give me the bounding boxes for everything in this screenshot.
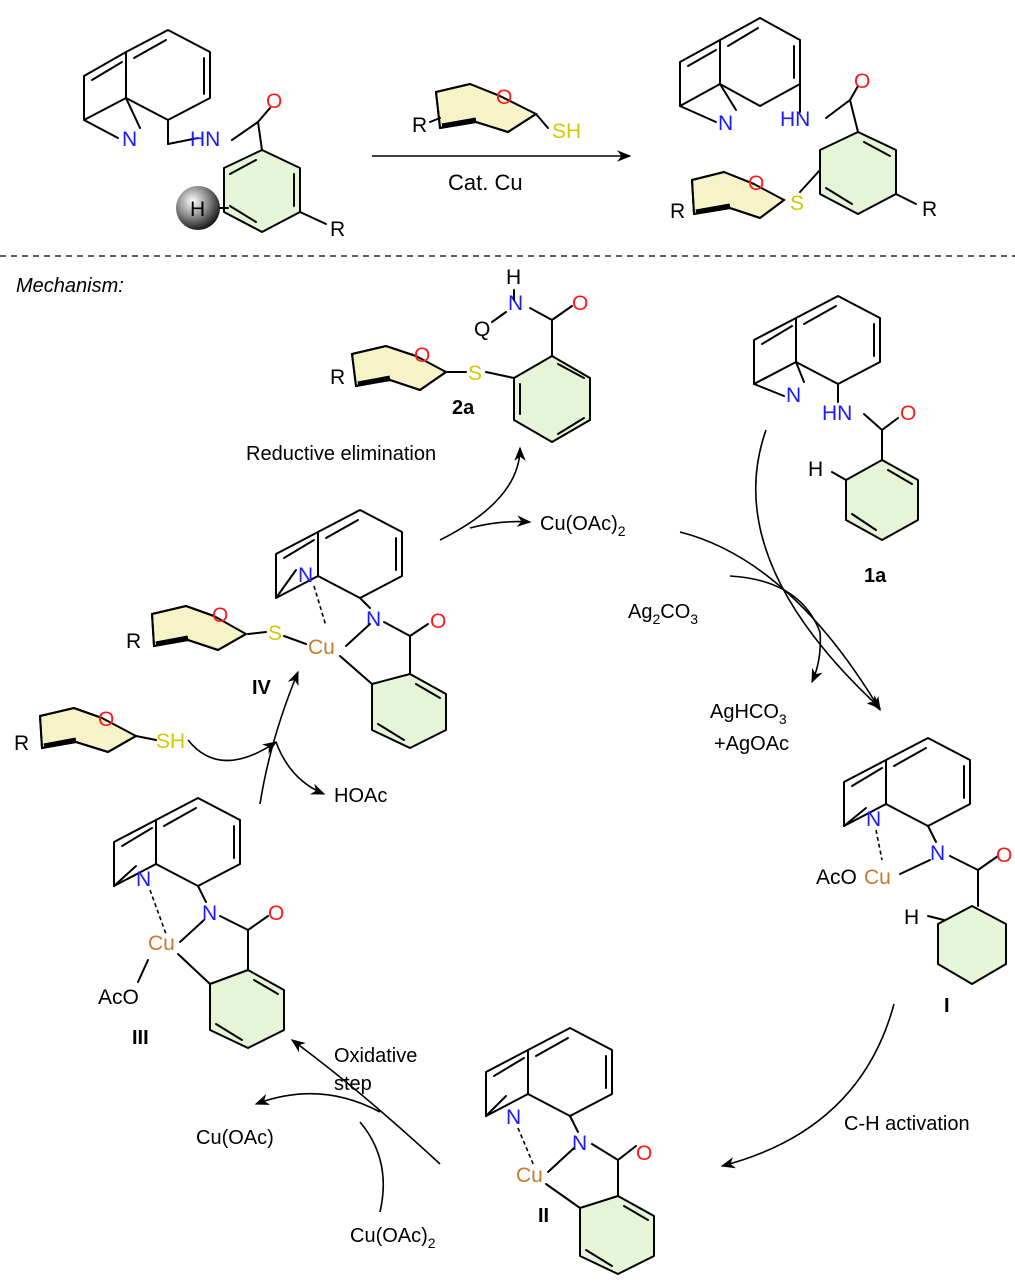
h-ball-icon: [176, 186, 220, 230]
compound-iii: N N O Cu AcO III: [98, 797, 285, 1049]
2a-r: R: [330, 366, 345, 389]
iv-o: O: [430, 610, 446, 633]
2a-s: S: [468, 362, 482, 385]
product-s: S: [790, 192, 804, 215]
2a-n: N: [508, 292, 523, 315]
substrate-h: H: [190, 198, 205, 221]
compound-iv: N N O Cu S O R IV: [126, 509, 447, 749]
substrate-n: N: [122, 128, 137, 151]
thiol-sh: SH: [156, 730, 185, 753]
i-n2: N: [930, 842, 945, 865]
iii-cu: Cu: [148, 932, 175, 955]
substrate-quinoline: N: [83, 29, 211, 151]
product-r2: R: [922, 198, 937, 221]
product-r1: R: [670, 200, 685, 223]
ii-label: II: [538, 1205, 549, 1227]
compound-2a: O R S O N H Q 2a: [330, 266, 591, 443]
compound-i: N N O AcO Cu H I: [816, 737, 1012, 1017]
mechanism-heading: Mechanism:: [16, 275, 124, 297]
reagent-sh: SH: [552, 120, 581, 143]
iv-r: R: [126, 630, 141, 653]
reagent-hoac: HOAc: [334, 785, 387, 807]
iv-s: S: [268, 622, 282, 645]
reagent-aghco3: AgHCO3: [710, 701, 787, 727]
step-reductive: Reductive elimination: [246, 443, 436, 465]
iii-n2: N: [202, 902, 217, 925]
i-label: I: [944, 995, 950, 1017]
2a-label: 2a: [452, 397, 475, 419]
ii-o: O: [636, 1142, 652, 1165]
2a-q: Q: [474, 318, 490, 341]
reagent-o: O: [496, 86, 512, 109]
catalyst-label: Cat. Cu: [448, 170, 523, 195]
1a-hn: HN: [822, 402, 852, 425]
1a-o: O: [900, 402, 916, 425]
1a-label: 1a: [864, 565, 887, 587]
i-cu: Cu: [864, 866, 891, 889]
iii-n: N: [136, 868, 151, 891]
thiol-o: O: [98, 708, 114, 731]
i-h: H: [904, 906, 919, 929]
substrate-o: O: [266, 90, 282, 113]
reagent-r: R: [412, 114, 427, 137]
product-o: O: [854, 70, 870, 93]
iii-o: O: [268, 902, 284, 925]
top-reaction: N HN O R H O R SH Cat. Cu: [83, 17, 937, 241]
reagent-cu-oac2-top: Cu(OAc)2: [540, 513, 626, 539]
iv-o-ring: O: [212, 604, 228, 627]
product: N HN O R S O R: [670, 17, 937, 223]
substrate-hn: HN: [190, 128, 220, 151]
i-n: N: [866, 808, 881, 831]
i-o: O: [996, 844, 1012, 867]
reagent-ag2co3: Ag2CO3: [628, 601, 698, 627]
product-hn: HN: [780, 108, 810, 131]
reagent-cu-oac: Cu(OAc): [196, 1127, 274, 1149]
iv-n2: N: [366, 608, 381, 631]
reagent-agoac: +AgOAc: [714, 733, 789, 755]
step-oxidative-2: step: [334, 1073, 372, 1095]
iv-n: N: [298, 564, 313, 587]
2a-o-ring: O: [414, 344, 430, 367]
substrate-r: R: [330, 218, 345, 241]
step-ch-activation: C-H activation: [844, 1113, 970, 1135]
step-oxidative-1: Oxidative: [334, 1045, 417, 1067]
product-o2: O: [748, 172, 764, 195]
thiol-reagent: O R SH: [14, 706, 185, 755]
iii-label: III: [132, 1027, 149, 1049]
1a-h: H: [808, 458, 823, 481]
substrate-benzene: [223, 149, 301, 233]
cycle-arrows: Reductive elimination Cu(OAc)2 Ag2CO3 Ag…: [187, 429, 970, 1251]
product-n: N: [718, 112, 733, 135]
compound-1a: N HN O H 1a: [753, 295, 919, 587]
2a-o: O: [572, 292, 588, 315]
ii-cu: Cu: [516, 1164, 543, 1187]
1a-n: N: [786, 384, 801, 407]
iv-label: IV: [252, 677, 272, 699]
2a-h: H: [506, 266, 521, 289]
reagent-sugar: O R SH: [412, 82, 581, 143]
iii-aco: AcO: [98, 986, 139, 1009]
reagent-cu-oac2-bottom: Cu(OAc)2: [350, 1225, 436, 1251]
iv-cu: Cu: [308, 636, 335, 659]
ii-n: N: [506, 1106, 521, 1129]
ii-n2: N: [572, 1132, 587, 1155]
i-aco: AcO: [816, 866, 857, 889]
thiol-r: R: [14, 732, 29, 755]
compound-ii: N N O Cu II: [485, 1027, 655, 1275]
